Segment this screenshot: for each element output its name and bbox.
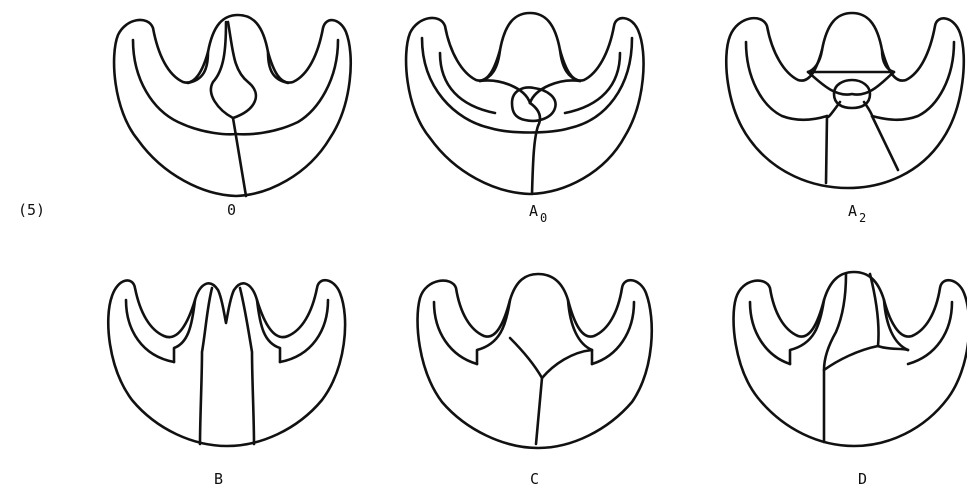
seam-curve xyxy=(536,378,542,444)
svg-text:0: 0 xyxy=(540,211,547,225)
inner-arc xyxy=(133,40,338,134)
cut-line xyxy=(268,52,288,83)
figure-label: C xyxy=(530,470,539,488)
inner-arc xyxy=(750,302,790,364)
seam-curve xyxy=(510,338,592,378)
svg-text:A: A xyxy=(848,202,857,220)
surface-outline xyxy=(418,274,652,448)
cut-line xyxy=(188,52,208,83)
inner-arc xyxy=(908,302,952,364)
double-point-loop xyxy=(512,88,556,194)
cut-line xyxy=(808,50,894,72)
seam-curve xyxy=(240,288,254,444)
seam-curve xyxy=(480,80,530,103)
figure-0 xyxy=(114,15,351,196)
figure-A2 xyxy=(726,13,964,188)
figure-A0 xyxy=(406,13,644,194)
figure-label: A 2 xyxy=(848,202,866,225)
cut-line xyxy=(477,300,510,364)
figure-label: 0 xyxy=(227,201,236,219)
figure-C xyxy=(418,274,652,448)
svg-text:A: A xyxy=(529,202,538,220)
cut-line xyxy=(560,50,580,81)
svg-text:2: 2 xyxy=(859,211,866,225)
surface-outline xyxy=(734,272,967,446)
figure-B xyxy=(108,280,345,446)
seam-curve xyxy=(200,288,212,444)
inner-arc xyxy=(280,300,328,362)
surface-outline xyxy=(108,280,345,446)
figure-D xyxy=(734,272,967,446)
seam-curve xyxy=(864,102,898,170)
cut-line xyxy=(790,300,824,364)
figure-label: D xyxy=(858,470,867,488)
inner-arc xyxy=(746,42,827,120)
surface-outline xyxy=(406,13,644,194)
seam-curve xyxy=(824,346,878,370)
inner-arc xyxy=(126,300,174,362)
inner-arc xyxy=(565,53,620,113)
seam-curve xyxy=(233,118,246,196)
surface-outline xyxy=(726,13,964,188)
seam-curve xyxy=(808,72,894,95)
seam-curve xyxy=(228,22,256,118)
cut-line xyxy=(884,300,908,350)
cut-line xyxy=(480,50,500,81)
inner-arc xyxy=(434,302,477,364)
seam-curve xyxy=(826,102,840,183)
figure-label: B xyxy=(214,470,223,488)
figure-label: A 0 xyxy=(529,202,547,225)
equation-number: (5) xyxy=(18,201,45,219)
